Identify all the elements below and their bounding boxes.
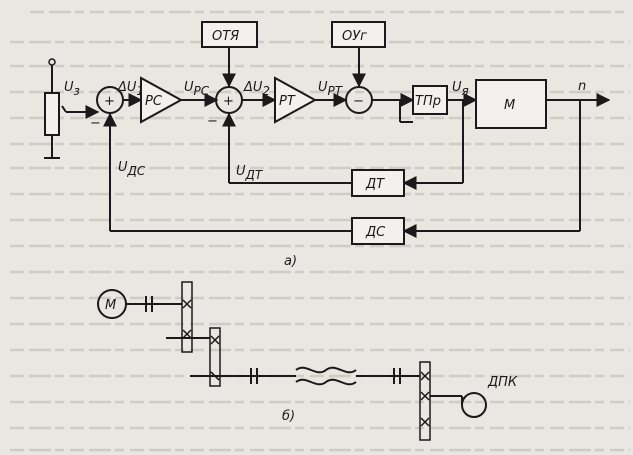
block-motor: М [475,79,547,129]
svg-text:ДС: ДС [365,225,386,240]
udt-label: UДТ [236,164,264,182]
summer1-minus: − [90,116,101,131]
shaft-break [295,366,420,386]
background-text-lines [10,10,630,452]
dpk-sensor [461,392,487,418]
gear-2 [209,327,221,387]
current-regulator-rt: РТ [274,76,318,124]
summer2-minus: − [207,114,218,129]
svg-text:ОУг: ОУг [342,29,367,44]
diagram-b: М [97,281,518,441]
urs-label: UРС [184,80,210,98]
uya-label: Uя [452,80,469,98]
svg-text:ДТ: ДТ [365,177,385,192]
uds-label: UДС [118,160,146,178]
fig-a-caption: а) [284,254,297,269]
svg-text:М: М [105,298,116,313]
svg-text:+: + [104,94,115,109]
svg-text:−: − [353,94,364,109]
uz-label: Uз [64,80,80,98]
block-ds: ДС [351,217,405,245]
block-dt: ДТ [351,169,405,197]
du2-label: ΔU2 [243,80,270,98]
svg-text:+: + [223,94,234,109]
block-oug: ОУг [331,21,386,48]
block-oty: ОТЯ [201,21,258,48]
svg-text:ОТЯ: ОТЯ [212,29,239,44]
gear-3 [419,361,431,441]
svg-text:РТ: РТ [279,94,296,109]
svg-text:ТПр: ТПр [415,94,441,109]
svg-text:РС: РС [145,94,163,109]
urt-label: UРТ [318,80,344,98]
gear-1 [181,281,193,353]
n-label: n [578,79,586,94]
speed-regulator-rs: РС [140,76,184,124]
motor-circle: М [97,289,127,319]
diagram-a: Uз + − ΔU1 РС UРС + − ОТЯ ΔU2 [44,21,611,269]
svg-text:М: М [504,98,515,113]
fig-b-caption: б) [282,409,295,424]
dpk-label: ДПК [487,375,518,390]
potentiometer [44,58,100,159]
block-tpr: ТПр [412,85,448,115]
